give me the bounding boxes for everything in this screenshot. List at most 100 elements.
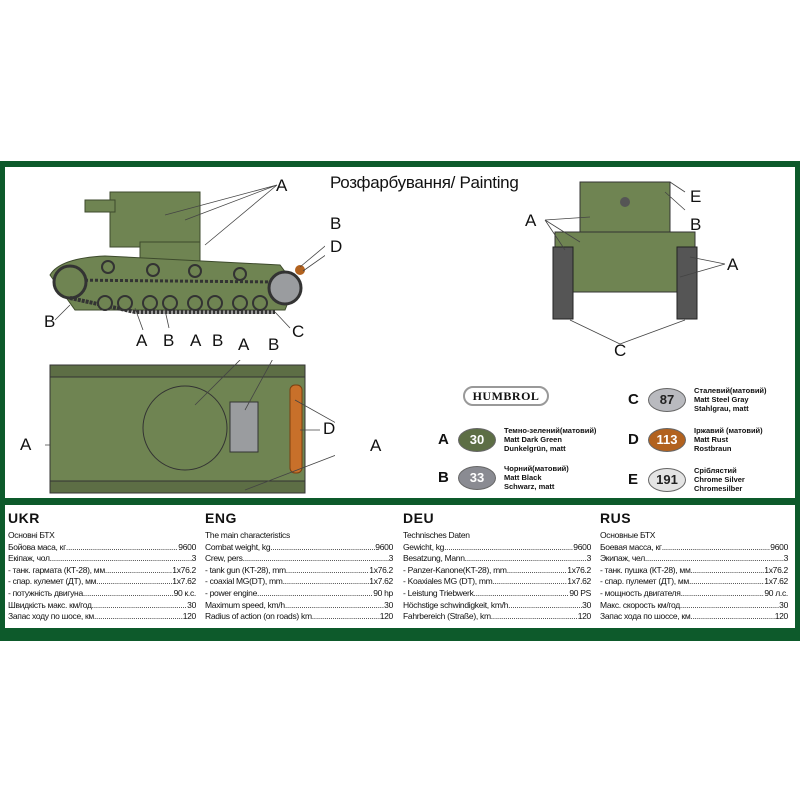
dot-leader: [692, 611, 774, 623]
language-heading: ENG: [205, 510, 237, 526]
spec-label: Бойова маса, кг: [8, 541, 66, 552]
paint-letter: B: [438, 469, 449, 486]
spec-label: - coaxial MG(DT), mm: [205, 576, 283, 587]
spec-label: Екіпаж, чол: [8, 553, 50, 564]
spec-value: 9600: [573, 541, 591, 552]
callout-label: B: [268, 335, 280, 354]
spec-row: Combat weight, kg 9600: [205, 542, 393, 554]
spec-row: Экипаж, чел3: [600, 553, 788, 565]
callout-label: A: [136, 331, 148, 350]
spec-label: Combat weight, kg: [205, 541, 271, 552]
spec-row: - Panzer-Kanone(KT-28), mm1x76.2: [403, 565, 591, 577]
dot-leader: [691, 565, 765, 577]
spec-row: - спар. кулемет (ДТ), мм1x7.62: [8, 576, 196, 588]
callout-label: D: [323, 419, 336, 438]
paint-name: Сталевий(матовий): [694, 386, 767, 395]
spec-row: - танк. пушка (КТ-28), мм1x76.2: [600, 565, 788, 577]
spec-row: - power engine 90 hp: [205, 588, 393, 600]
spec-label: Höchstige schwindigkeit, km/h: [403, 599, 509, 610]
spec-label: Maximum speed, km/h: [205, 599, 285, 610]
paint-name: Matt Black: [504, 473, 542, 482]
callout-label: C: [614, 341, 627, 360]
dot-leader: [492, 576, 567, 588]
spec-value: 9600: [770, 541, 788, 552]
dot-leader: [283, 576, 370, 588]
paint-name: Matt Steel Gray: [694, 395, 749, 404]
spec-label: - tank gun (KT-28), mm: [205, 564, 286, 575]
spec-value: 1x7.62: [567, 576, 591, 587]
specs-subtitle: Основні БТХ: [8, 530, 55, 540]
paint-code-swatch: 113: [648, 427, 686, 452]
specs-subtitle: Основные БТХ: [600, 530, 656, 540]
spec-label: Crew, pers.: [205, 553, 245, 564]
spec-label: - power engine: [205, 587, 258, 598]
spec-label: Швидкість макс. км/год: [8, 599, 92, 610]
spec-row: - мощность двигателя90 л.с.: [600, 588, 788, 600]
paint-name: Іржавий (матовий): [694, 426, 763, 435]
spec-value: 3: [388, 553, 394, 564]
tank-top-view: [45, 360, 335, 494]
spec-value: 1x76.2: [567, 564, 591, 575]
spec-row: Запас хода по шоссе, км. 120: [600, 611, 788, 623]
spec-label: Запас ходу по шосе, км.: [8, 611, 97, 622]
language-heading: RUS: [600, 510, 632, 526]
spec-value: 90 hp: [373, 587, 393, 598]
spec-label: - спар. кулемет (ДТ), мм: [8, 576, 97, 587]
spec-value: 90 PS: [569, 587, 591, 598]
callout-label: B: [163, 331, 175, 350]
paint-letter: D: [628, 431, 639, 448]
spec-value: 9600: [178, 541, 196, 552]
spec-label: Besatzung, Mann: [403, 553, 465, 564]
spec-label: - Koaxiales MG (DT), mm: [403, 576, 493, 587]
dot-leader: [680, 600, 779, 612]
dot-leader: [662, 542, 771, 554]
language-heading: DEU: [403, 510, 435, 526]
spec-row: Gewicht, kg9600: [403, 542, 591, 554]
dot-leader: [645, 553, 784, 565]
spec-label: - потужність двигуна: [8, 587, 83, 598]
tank-side-view: [49, 184, 325, 330]
callout-label: A: [727, 255, 739, 274]
spec-label: Запас хода по шоссе, км.: [600, 611, 693, 622]
dot-leader: [681, 588, 765, 600]
callout-label: A: [525, 211, 537, 230]
spec-value: 9600: [375, 541, 393, 552]
spec-label: Боевая масса, кг: [600, 541, 662, 552]
spec-row: Макс. скорость км/год30: [600, 600, 788, 612]
spec-row: Швидкість макс. км/год30: [8, 600, 196, 612]
dot-leader: [474, 588, 570, 600]
spec-value: 90 л.с.: [764, 587, 788, 598]
spec-value: 3: [191, 553, 197, 564]
dot-leader: [285, 600, 384, 612]
paint-name: Сріблястий: [694, 466, 737, 475]
callout-label: B: [212, 331, 224, 350]
spec-label: Fahrbereich (Straße), km: [403, 611, 491, 622]
spec-row: - tank gun (KT-28), mm1x76.2: [205, 565, 393, 577]
dot-leader: [257, 588, 373, 600]
paint-name: Stahlgrau, matt: [694, 404, 749, 413]
spec-label: - спар. пулемет (ДТ), мм: [600, 576, 689, 587]
dot-leader: [444, 542, 573, 554]
paint-name: Matt Rust: [694, 435, 729, 444]
paint-name: Dunkelgrün, matt: [504, 444, 566, 453]
spec-row: Боевая масса, кг 9600: [600, 542, 788, 554]
spec-row: - Koaxiales MG (DT), mm 1x7.62: [403, 576, 591, 588]
spec-value: 120: [774, 611, 789, 622]
spec-value: 1x76.2: [172, 564, 196, 575]
callout-label: A: [190, 331, 202, 350]
paint-name: Rostbraun: [694, 444, 732, 453]
spec-label: Экипаж, чел: [600, 553, 645, 564]
spec-value: 1x76.2: [764, 564, 788, 575]
dot-leader: [507, 565, 568, 577]
dot-leader: [491, 611, 578, 623]
spec-row: Crew, pers. 3: [205, 553, 393, 565]
spec-row: Екіпаж, чол 3: [8, 553, 196, 565]
paint-code-swatch: 33: [458, 465, 496, 490]
